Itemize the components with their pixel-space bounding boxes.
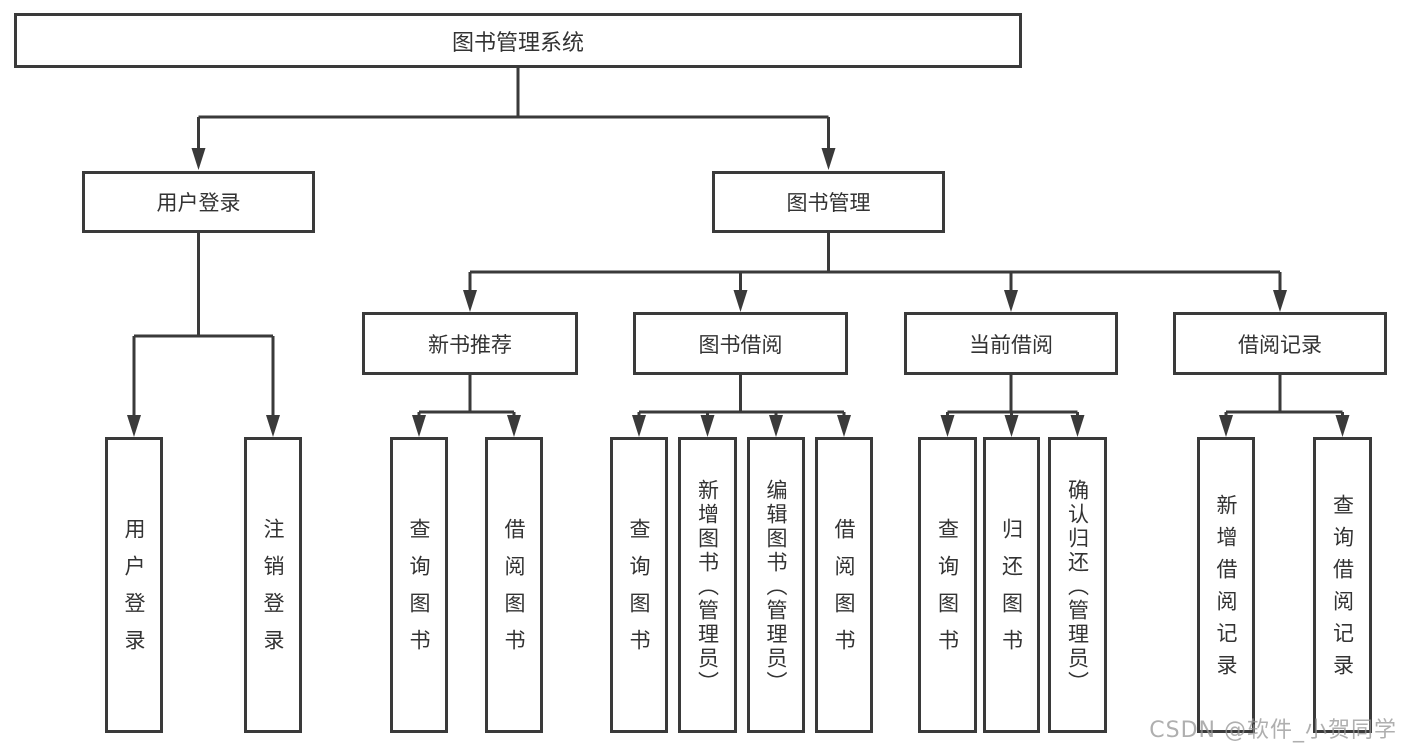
node-label: 借阅图书 xyxy=(502,518,526,666)
connector-userlogin-to-children xyxy=(132,233,275,421)
node-label: 查询图书 xyxy=(627,518,651,666)
node-book-borrow: 图书借阅 xyxy=(633,312,848,375)
node-new-book-recommend: 新书推荐 xyxy=(362,312,578,375)
node-user-login: 用户登录 xyxy=(82,171,315,233)
node-label: 用户登录 xyxy=(156,191,241,215)
node-leaf-edit-book-admin: 编辑图书（管理员） xyxy=(747,437,805,733)
connector-bookborrow-to-children xyxy=(637,375,846,421)
node-label: 借阅图书 xyxy=(832,518,856,666)
node-library-system: 图书管理系统 xyxy=(14,13,1022,68)
node-label: 查询借阅记录 xyxy=(1330,494,1355,686)
node-leaf-borrow-book-2: 借阅图书 xyxy=(815,437,873,733)
node-leaf-add-book-admin: 新增图书（管理员） xyxy=(678,437,737,733)
node-label: 新增借阅记录 xyxy=(1214,494,1238,686)
node-label: 图书管理 xyxy=(786,191,871,215)
arrowheads xyxy=(127,148,1350,437)
node-label: 查询图书 xyxy=(407,518,431,666)
node-label: 注销登录 xyxy=(261,518,285,666)
node-label: 归还图书 xyxy=(999,518,1024,666)
node-current-borrow: 当前借阅 xyxy=(904,312,1118,375)
node-label: 用户登录 xyxy=(122,518,146,666)
node-label: 借阅记录 xyxy=(1238,332,1322,357)
node-label: 确认归还（管理员） xyxy=(1065,478,1090,695)
connector-borrowrecord-to-children xyxy=(1224,375,1344,421)
node-leaf-add-borrow-record: 新增借阅记录 xyxy=(1197,437,1255,733)
node-leaf-query-book-2: 查询图书 xyxy=(610,437,668,733)
node-leaf-query-borrow-record: 查询借阅记录 xyxy=(1313,437,1372,733)
node-leaf-return-book: 归还图书 xyxy=(983,437,1040,733)
node-label: 查询图书 xyxy=(935,518,960,666)
node-leaf-confirm-return-admin: 确认归还（管理员） xyxy=(1048,437,1107,733)
watermark: CSDN @软件_小贺同学 xyxy=(1149,718,1397,743)
connector-root-to-level2 xyxy=(197,68,830,152)
node-label: 图书管理系统 xyxy=(451,30,584,56)
node-leaf-logout: 注销登录 xyxy=(244,437,302,733)
connector-newbook-to-children xyxy=(417,375,516,421)
node-label: 新书推荐 xyxy=(428,332,512,357)
node-label: 新增图书（管理员） xyxy=(695,478,720,695)
node-borrow-record: 借阅记录 xyxy=(1173,312,1387,375)
connector-bookmgmt-to-level3 xyxy=(468,233,1282,294)
node-leaf-query-book-1: 查询图书 xyxy=(390,437,448,733)
node-label: 当前借阅 xyxy=(969,332,1053,357)
connector-currentborrow-to-children xyxy=(946,375,1079,421)
node-book-management: 图书管理 xyxy=(712,171,945,233)
node-label: 图书借阅 xyxy=(698,332,783,357)
node-leaf-borrow-book-1: 借阅图书 xyxy=(485,437,543,733)
node-label: 编辑图书（管理员） xyxy=(764,478,788,695)
node-leaf-query-book-3: 查询图书 xyxy=(918,437,977,733)
node-leaf-user-login: 用户登录 xyxy=(105,437,163,733)
